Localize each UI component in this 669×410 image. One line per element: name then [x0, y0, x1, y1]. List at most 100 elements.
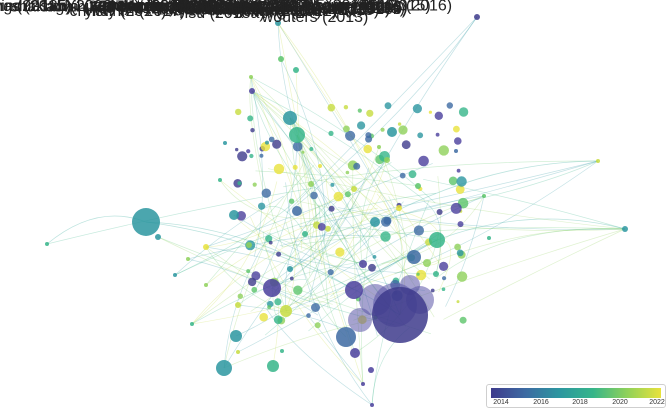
publication-node[interactable] — [357, 108, 362, 113]
publication-node[interactable] — [454, 243, 461, 251]
node-label-roberts2016[interactable]: roberts (2016) — [301, 0, 402, 15]
publication-node[interactable] — [274, 298, 282, 306]
node-label-zhang2020[interactable]: zhang (2020) — [305, 0, 399, 15]
node-label-cheng2019[interactable]: cheng (2019) — [139, 0, 233, 16]
publication-node-wang2018b[interactable] — [275, 20, 281, 26]
node-label-predescu2021[interactable]: predescu (2021) — [103, 0, 220, 15]
publication-node[interactable] — [428, 110, 432, 114]
publication-node[interactable] — [330, 182, 335, 187]
publication-node-spieler2017[interactable] — [223, 141, 227, 145]
publication-node-troiano2020[interactable] — [186, 257, 190, 261]
publication-node[interactable] — [259, 312, 269, 322]
publication-node-preisti2015[interactable] — [361, 382, 365, 386]
publication-node[interactable] — [372, 255, 377, 259]
node-label-acikguel2020[interactable]: acikguel (2020) — [129, 0, 238, 15]
publication-node-jimenez2020[interactable] — [246, 242, 252, 248]
publication-node-zhang2020[interactable] — [236, 350, 240, 354]
node-label-tsai2015[interactable]: tsai (2015) — [332, 0, 408, 16]
publication-node-lepichon2021[interactable] — [384, 157, 390, 163]
node-label-sun2022[interactable]: sun (2022) — [209, 0, 286, 15]
publication-node[interactable] — [276, 251, 282, 257]
publication-node[interactable] — [289, 276, 294, 281]
node-label-lameras2015[interactable]: lameras (2015) — [0, 0, 71, 15]
publication-node-wouters2013[interactable] — [372, 287, 428, 343]
node-label-indriasari2020[interactable]: indriasari (2020) — [1, 0, 117, 15]
publication-node[interactable] — [435, 132, 440, 137]
publication-node[interactable] — [252, 182, 257, 187]
publication-node-kili2018b[interactable] — [216, 360, 232, 376]
publication-node[interactable] — [292, 141, 303, 152]
publication-node[interactable] — [456, 271, 468, 282]
publication-node[interactable] — [251, 286, 258, 293]
publication-node[interactable] — [384, 102, 392, 110]
publication-node[interactable] — [456, 300, 460, 304]
publication-node[interactable] — [237, 293, 243, 299]
publication-node-chen2022[interactable] — [396, 205, 402, 211]
node-label-christy2014[interactable]: christy (2014) — [70, 3, 167, 20]
publication-node-lamsa2018[interactable] — [287, 266, 293, 272]
publication-node[interactable] — [236, 211, 246, 221]
publication-node-kili2018a[interactable] — [267, 360, 279, 372]
publication-node[interactable] — [366, 109, 374, 117]
node-label-bhagat2016[interactable]: bhagat (2016) — [207, 2, 307, 19]
publication-node-yang2010[interactable] — [280, 305, 292, 317]
publication-node-sun2022[interactable] — [203, 244, 209, 250]
publication-node[interactable] — [343, 105, 349, 110]
publication-node-nousiainen2018[interactable] — [229, 210, 239, 220]
publication-node[interactable] — [415, 269, 427, 281]
node-label-kim2012[interactable]: kim (2012) — [315, 0, 391, 17]
publication-node[interactable] — [450, 202, 462, 214]
publication-node[interactable] — [408, 170, 417, 179]
publication-node[interactable] — [454, 137, 462, 145]
publication-node[interactable] — [261, 188, 271, 198]
publication-node[interactable] — [458, 107, 469, 117]
publication-node-zamyatina2015[interactable] — [454, 149, 458, 153]
publication-node-indriasari2020[interactable] — [278, 56, 284, 62]
publication-node-hsu2018a[interactable] — [132, 208, 160, 236]
publication-node[interactable] — [268, 136, 275, 143]
publication-node-chen2020[interactable] — [249, 75, 253, 79]
node-label-kili2018a[interactable]: kili (2018a) — [327, 0, 405, 17]
publication-node-faghihi2014[interactable] — [249, 88, 255, 94]
publication-node[interactable] — [441, 287, 446, 292]
publication-node[interactable] — [446, 102, 453, 109]
publication-node-tsai2015[interactable] — [368, 367, 374, 373]
publication-node[interactable] — [333, 191, 344, 202]
publication-node[interactable] — [423, 259, 431, 267]
node-label-jimenez2020[interactable]: jimenez (2020) — [191, 0, 298, 16]
publication-node[interactable] — [293, 285, 303, 295]
publication-node[interactable] — [327, 269, 334, 276]
publication-node-hanghoj2018[interactable] — [302, 231, 308, 237]
node-label-tokac2019[interactable]: tokac (2019) — [196, 2, 285, 19]
publication-node[interactable] — [265, 235, 273, 243]
node-label-wouters2013[interactable]: wouters (2013) — [261, 9, 369, 26]
publication-node[interactable] — [436, 209, 443, 215]
publication-node-tan2017[interactable] — [173, 273, 177, 277]
node-label-ke2014[interactable]: ke (2014) — [254, 3, 322, 20]
publication-node-lameras2015[interactable] — [474, 14, 480, 20]
publication-node[interactable] — [456, 249, 464, 257]
publication-node[interactable] — [345, 170, 350, 175]
publication-node-lynch2017[interactable] — [622, 226, 628, 232]
node-label-mooni2020a[interactable]: mooni (2020a) — [144, 0, 247, 15]
publication-node[interactable] — [357, 121, 366, 130]
publication-node[interactable] — [383, 216, 392, 225]
publication-node[interactable] — [353, 162, 361, 170]
node-label-lynch2017[interactable]: lynch (2017) — [185, 0, 273, 16]
publication-node-freina2015[interactable] — [204, 283, 208, 287]
publication-node[interactable] — [249, 153, 254, 159]
publication-node[interactable] — [344, 191, 351, 198]
node-label-lepichon2021[interactable]: le pichon (2021) — [103, 0, 218, 16]
publication-node[interactable] — [235, 108, 242, 116]
publication-node-akour2020[interactable] — [377, 145, 381, 149]
node-label-faghihi2014[interactable]: faghihi (2014) — [42, 0, 140, 16]
node-label-bai2019[interactable]: bai (2019) — [153, 0, 225, 16]
node-label-nousiainen2018[interactable]: nousiainen (2018) — [151, 1, 279, 18]
publication-node[interactable] — [247, 115, 254, 122]
publication-node[interactable] — [457, 221, 464, 228]
publication-node-acikguel2020[interactable] — [308, 181, 314, 187]
node-label-akour2020[interactable]: akour (2020) — [102, 0, 193, 15]
publication-node[interactable] — [448, 176, 458, 186]
publication-node[interactable] — [401, 140, 411, 150]
publication-node[interactable] — [324, 225, 331, 232]
